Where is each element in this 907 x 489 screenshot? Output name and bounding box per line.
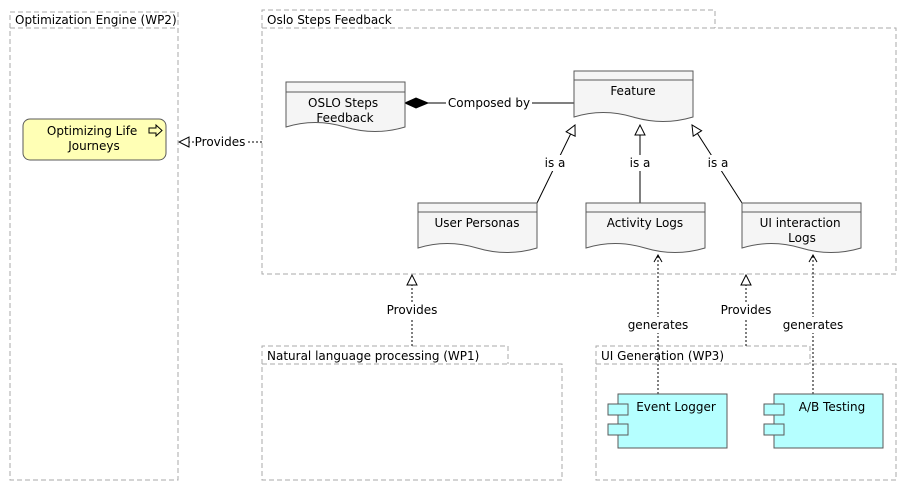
node-optimizing-life-journeys[interactable]: Optimizing Life Journeys [22,118,167,161]
node-oslo-steps-feedback[interactable]: OSLO Steps Feedback [285,81,406,132]
edge-label: generates [628,318,689,332]
package-title: Oslo Steps Feedback [267,13,392,27]
node-ab-testing[interactable]: A/B Testing [763,393,884,449]
edge-composed-by: Composed by [403,95,574,111]
edge-provides-optimizing: Provides [179,134,262,150]
edge-provides-nlp: Provides [386,275,438,346]
node-label: Feature [610,84,655,98]
node-label: UI interaction Logs [760,216,845,245]
package-optimization-engine: Optimization Engine (WP2) [9,11,179,481]
package-nlp: Natural language processing (WP1) [261,345,563,481]
edge-is-a-user-personas: is a [536,125,575,204]
service-arrow-icon [148,123,163,138]
edge-is-a-activity-logs: is a [628,125,652,203]
edge-label: is a [630,156,651,170]
edge-generates-activity-logs: generates [626,253,690,394]
package-ui-generation: UI Generation (WP3) [595,345,897,481]
package-title: Optimization Engine (WP2) [15,13,177,27]
component-icon [607,403,629,436]
node-label: Optimizing Life Journeys [47,124,141,153]
edge-label: Provides [721,303,772,317]
edge-label: is a [708,156,729,170]
node-activity-logs[interactable]: Activity Logs [585,202,706,253]
node-user-personas[interactable]: User Personas [417,202,538,253]
node-label: Activity Logs [607,216,683,230]
component-icon [763,403,785,436]
package-title: Natural language processing (WP1) [267,349,479,363]
edge-label: is a [545,156,566,170]
node-label: OSLO Steps Feedback [308,96,382,125]
node-label: A/B Testing [799,400,866,414]
package-title: UI Generation (WP3) [601,349,724,363]
edge-provides-ui-generation: Provides [720,275,772,346]
node-label: Event Logger [636,400,716,414]
composition-diamond [403,97,430,109]
node-feature[interactable]: Feature [573,70,694,122]
node-label: User Personas [434,216,519,230]
node-event-logger[interactable]: Event Logger [607,393,728,449]
edge-is-a-ui-interaction-logs: is a [692,125,743,204]
edge-label: Provides [195,135,246,149]
package-oslo-steps-feedback: Oslo Steps Feedback [261,9,897,275]
edge-label: Provides [387,303,438,317]
edge-label: Composed by [448,96,530,110]
edge-generates-ui-interaction-logs: generates [781,253,845,394]
edge-label: generates [783,318,844,332]
node-ui-interaction-logs[interactable]: UI interaction Logs [741,202,862,253]
